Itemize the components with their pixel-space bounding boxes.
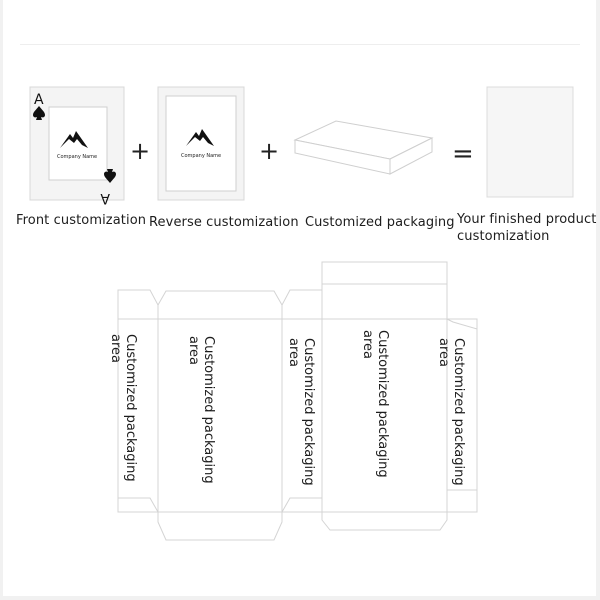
packaging-area-label-4: Customized packaging area [360, 330, 390, 478]
label-finished-line2: customization [457, 229, 550, 244]
label-finished-line1: Your finished product [457, 212, 597, 227]
packaging-area-label-1: Customized packaging area [108, 334, 138, 482]
packaging-area-label-3: Customized packaging area [286, 338, 316, 486]
spade-icon [33, 106, 45, 120]
mountain-logo-icon-reverse [186, 129, 214, 146]
finished-product [486, 86, 574, 198]
plus-operator-2: + [259, 137, 280, 165]
packaging-area-label-2: Customized packaging area [186, 336, 216, 484]
packaging-area-label-5: Customized packaging area [436, 338, 466, 486]
front-card: A A Company Name [29, 86, 125, 206]
equals-operator: = [452, 139, 474, 169]
plus-operator-1: + [130, 137, 151, 165]
packaging-box [293, 120, 434, 175]
label-reverse-customization: Reverse customization [149, 215, 299, 230]
company-name: Company Name [57, 154, 97, 160]
reverse-card: Company Name [157, 86, 245, 201]
card-rank-top: A [34, 92, 44, 108]
label-front-customization: Front customization [16, 213, 147, 228]
card-rank-bottom: A [100, 190, 110, 206]
spade-icon-bottom [104, 169, 116, 183]
mountain-logo-icon [60, 131, 88, 148]
company-name-reverse: Company Name [181, 153, 221, 159]
top-divider [20, 44, 580, 45]
label-customized-packaging: Customized packaging [305, 215, 455, 230]
